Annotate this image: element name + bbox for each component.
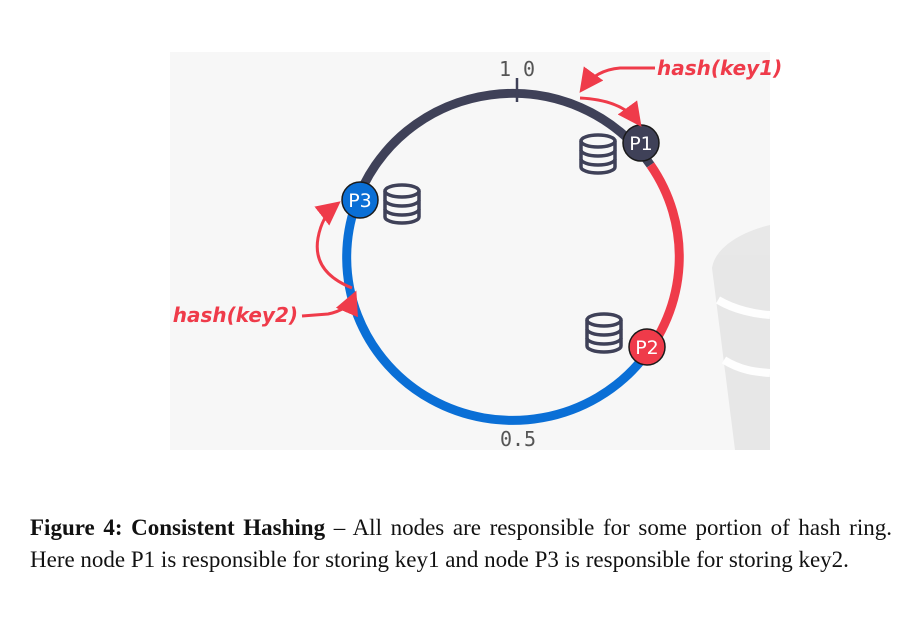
figure-title: Consistent Hashing <box>131 515 326 540</box>
key2-assign-arrow <box>314 201 353 290</box>
ring-label-half: 0.5 <box>500 427 536 451</box>
node-p3: P3 <box>341 181 379 219</box>
diagram-panel <box>170 52 770 450</box>
key1-assign-arrow <box>579 96 642 127</box>
node-p1: P1 <box>622 124 660 162</box>
figure-caption-text: – All nodes are responsible for some por… <box>30 515 892 572</box>
ring-label-zero: 0 <box>523 57 535 81</box>
key2-pointer-arrow <box>301 290 358 318</box>
figure-caption: Figure 4: Consistent Hashing – All nodes… <box>30 512 892 576</box>
key1-label: hash(key1) <box>657 56 782 80</box>
node-p1-label: P1 <box>629 133 653 155</box>
ring-label-one: 1 <box>499 57 511 81</box>
node-p2-label: P2 <box>635 337 659 359</box>
ring-segment-p1 <box>351 88 655 207</box>
node-p2: P2 <box>628 328 666 366</box>
background-cylinder-watermark <box>712 225 771 450</box>
figure-label: Figure 4: <box>30 515 123 540</box>
consistent-hashing-diagram: 1 0 0.5 P1 P2 P3 hash(key1) hash(key2) <box>170 52 783 451</box>
key1-pointer-arrow <box>579 66 655 93</box>
key2-label: hash(key2) <box>173 303 298 327</box>
node-p3-label: P3 <box>348 190 372 212</box>
ring-segment-p3 <box>342 203 644 425</box>
